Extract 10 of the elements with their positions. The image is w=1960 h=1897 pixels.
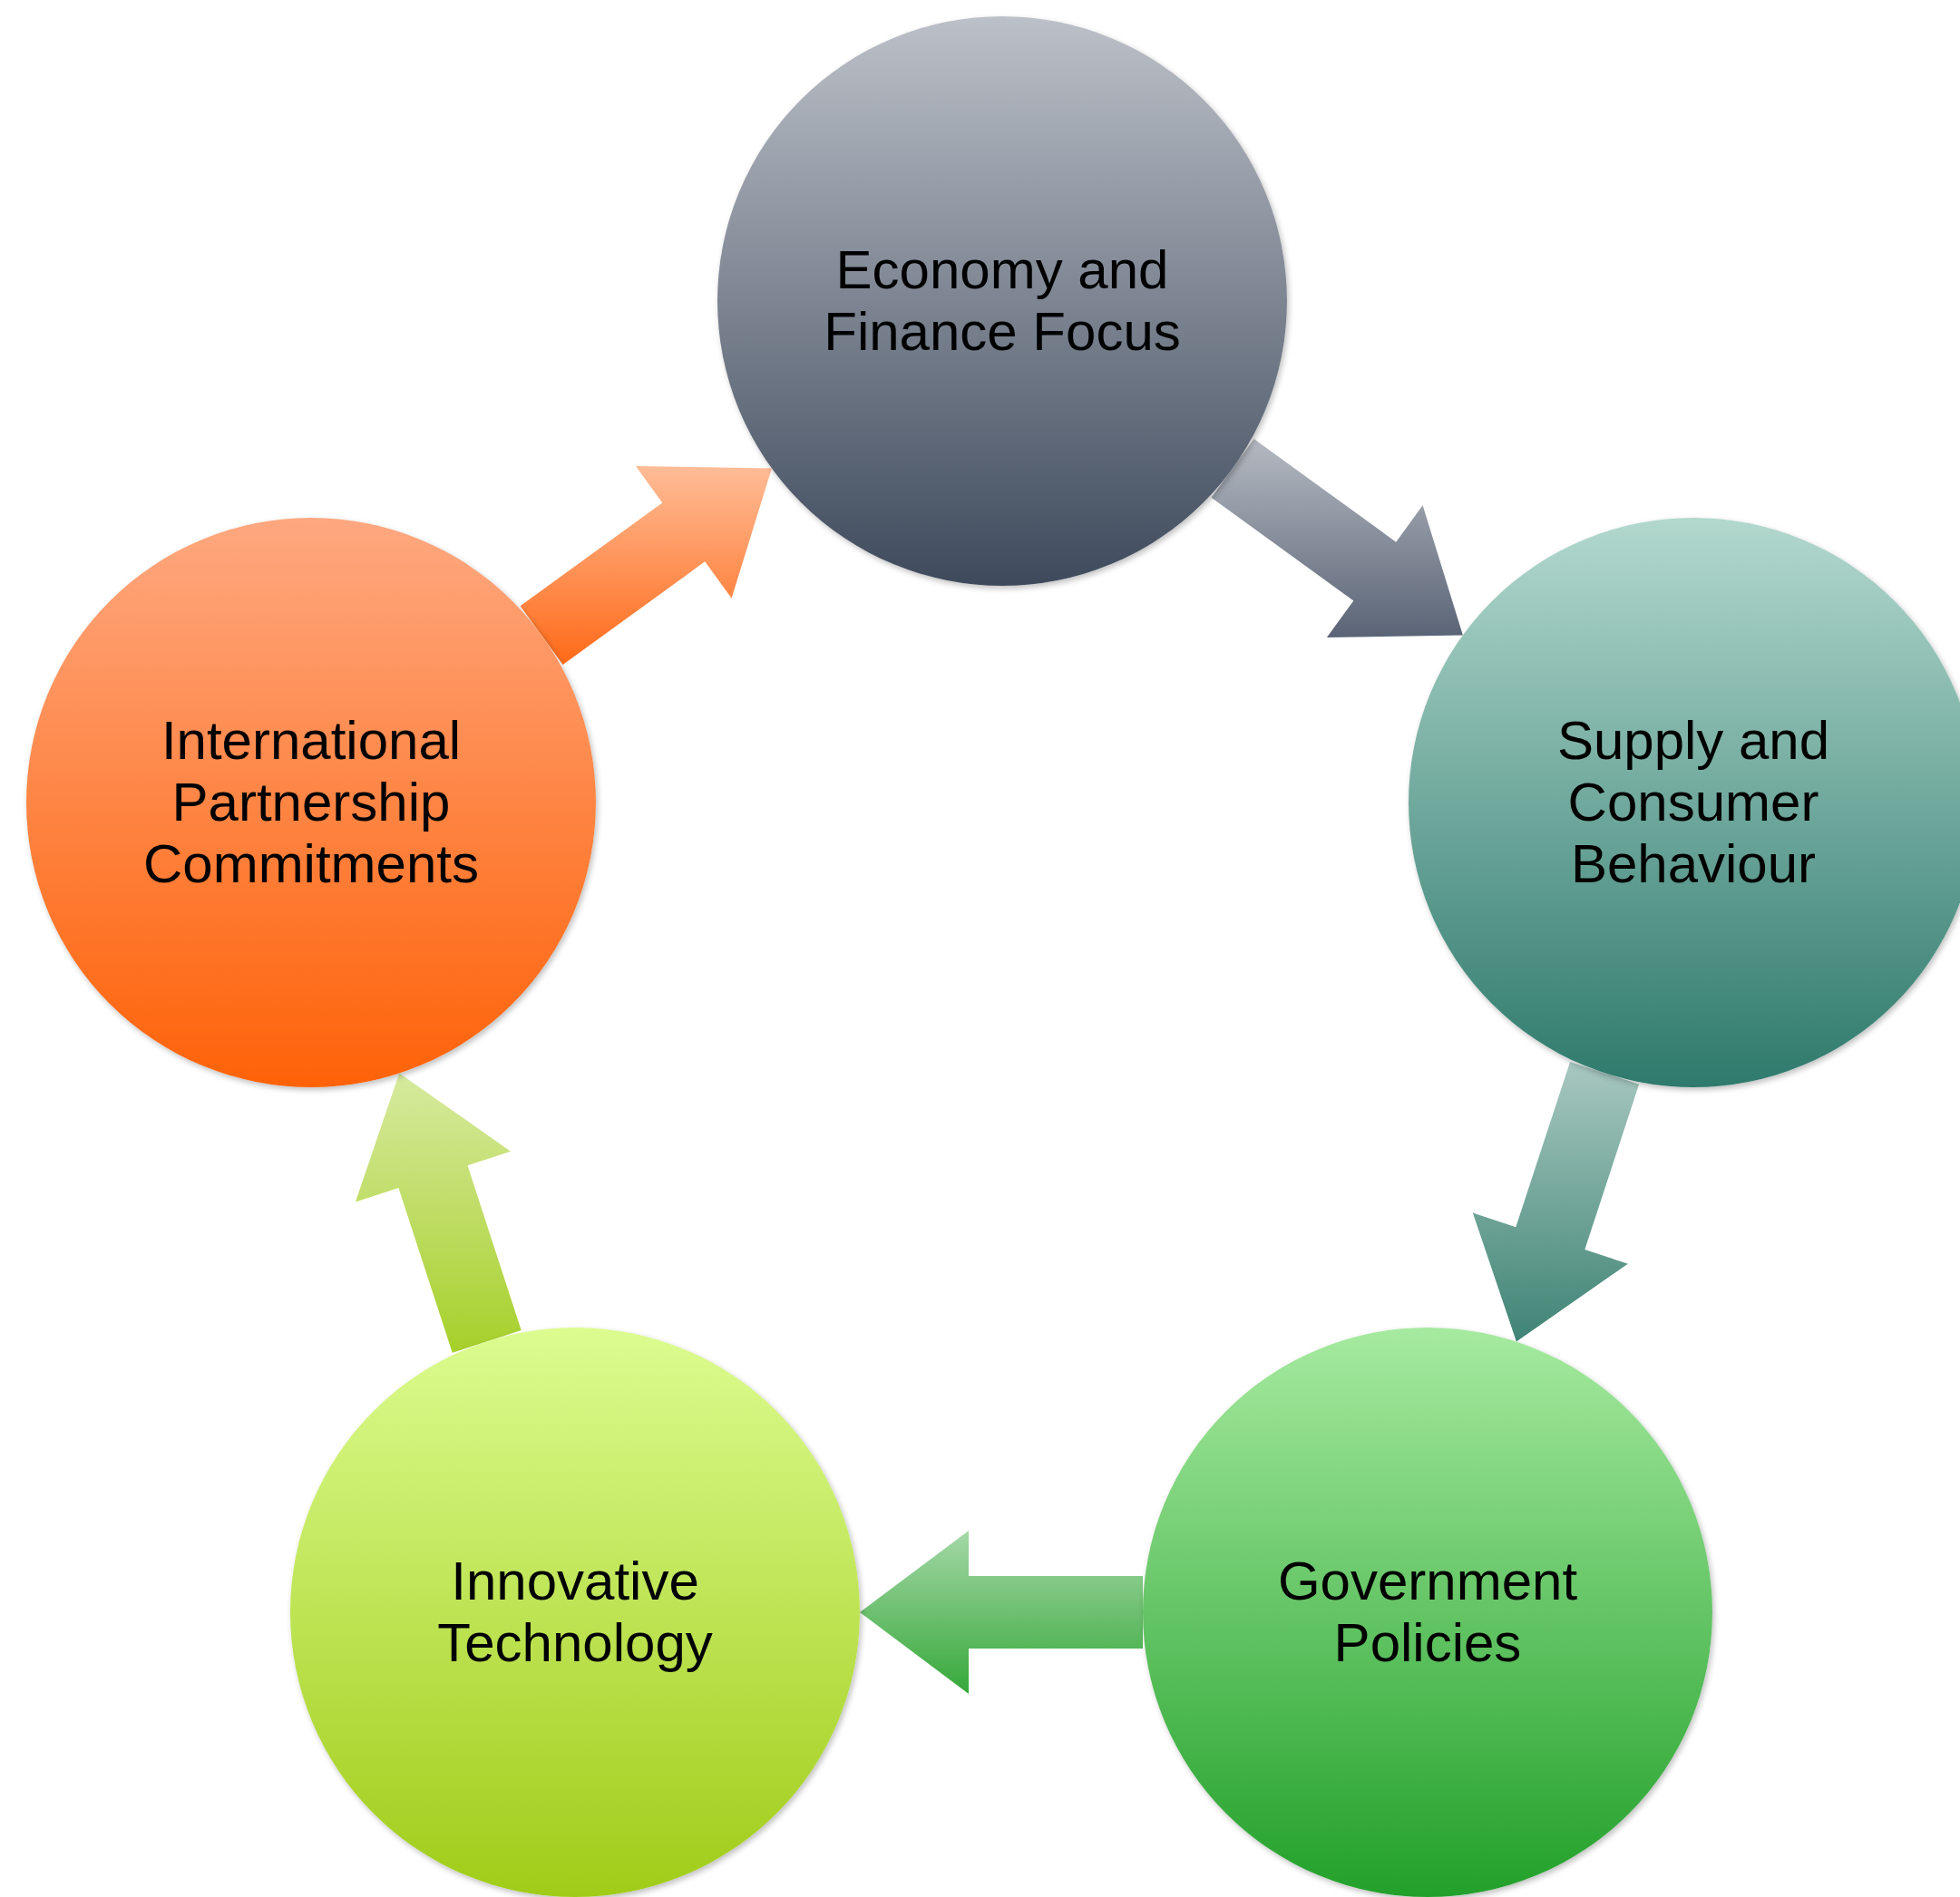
node-label: Supply and Consumer Behaviour [1555,710,1831,895]
node-label: Economy and Finance Focus [823,239,1182,363]
node-label: International Partnership Commitments [141,710,480,895]
node-label: Innovative Technology [436,1551,714,1674]
block-arrow [355,1073,522,1353]
block-arrow [1472,1061,1640,1342]
block-arrow [860,1531,1143,1694]
block-arrow [520,466,772,665]
block-arrow [1211,439,1463,637]
node-label: Government Policies [1276,1551,1579,1674]
